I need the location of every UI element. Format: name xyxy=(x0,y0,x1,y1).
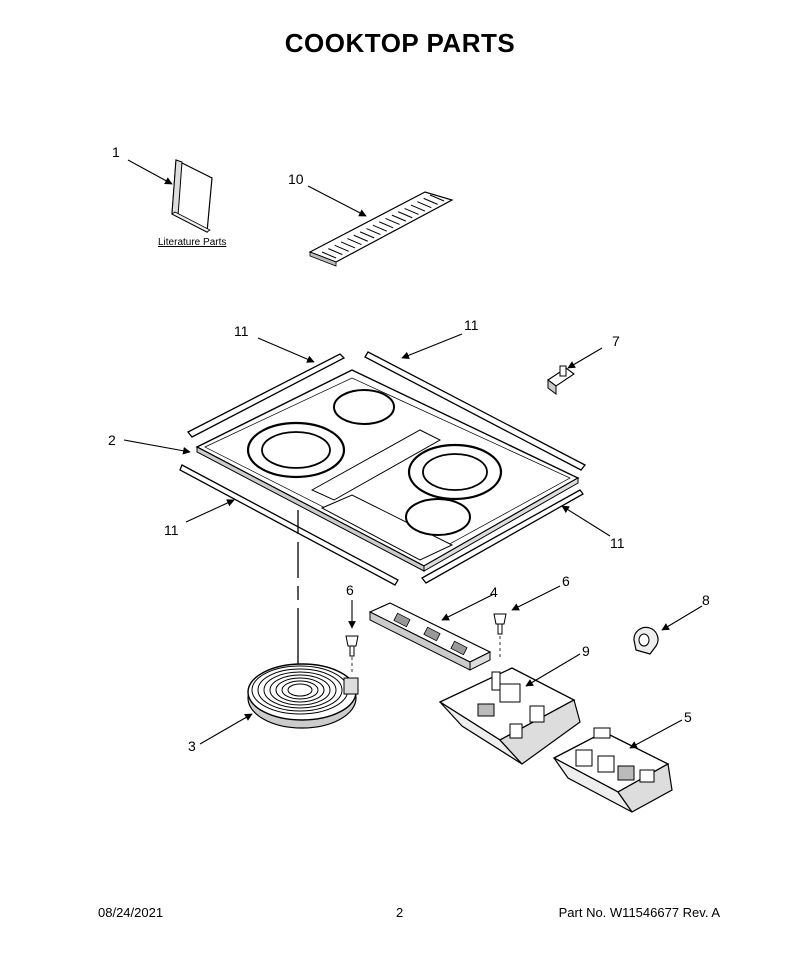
callout-6-left: 6 xyxy=(346,582,354,598)
grille-slot xyxy=(410,204,426,212)
part-6-screw-right xyxy=(493,613,507,660)
grille-slot xyxy=(359,231,375,239)
callout-10: 10 xyxy=(288,171,304,187)
callout-3: 3 xyxy=(188,738,196,754)
footer-part-number: Part No. W11546677 Rev. A xyxy=(558,905,720,920)
part-10-vent-grille xyxy=(308,191,454,267)
grille-slot xyxy=(328,248,343,256)
coil-ring xyxy=(281,680,319,700)
part-1-literature xyxy=(171,159,213,233)
coil-ring xyxy=(263,671,337,709)
coil-ring xyxy=(257,668,343,712)
burner-large-right xyxy=(407,443,503,501)
coil-ring xyxy=(269,674,331,706)
part-3-radiant-element xyxy=(247,663,359,729)
grille-slot xyxy=(321,251,337,259)
grille-slot xyxy=(404,207,419,215)
callout-5: 5 xyxy=(684,709,692,725)
callout-8: 8 xyxy=(702,592,710,608)
grille-slot xyxy=(391,214,407,222)
coil-ring xyxy=(275,677,325,703)
grille-slot xyxy=(372,224,388,232)
grille-slot xyxy=(385,218,400,225)
footer-date: 08/24/2021 xyxy=(98,905,164,920)
literature-parts-label: Literature Parts xyxy=(158,237,226,248)
burner-small-back xyxy=(333,389,395,425)
callout-2: 2 xyxy=(108,432,116,448)
part-2-glass-cooktop xyxy=(195,369,580,572)
grille-slot xyxy=(423,197,438,205)
part-4-control-board xyxy=(368,602,492,671)
callout-7: 7 xyxy=(612,333,620,349)
callout-1: 1 xyxy=(112,144,120,160)
burner-large-left xyxy=(246,421,346,479)
part-11-trim-strips xyxy=(179,351,587,586)
grille-slot xyxy=(353,234,368,242)
grille-slot xyxy=(429,194,445,202)
callout-4: 4 xyxy=(490,584,498,600)
callout-11-top-left: 11 xyxy=(234,323,249,339)
burner-small-front xyxy=(405,498,471,536)
grille-slot xyxy=(334,244,349,252)
coil-ring xyxy=(287,683,313,697)
part-9-power-board xyxy=(438,667,581,765)
grille-slot xyxy=(347,238,362,246)
callout-6-right: 6 xyxy=(562,573,570,589)
callout-11-bottom-left: 11 xyxy=(164,522,179,538)
grille-slot xyxy=(417,201,432,209)
callout-11-top-right: 11 xyxy=(464,317,479,333)
callout-leaders xyxy=(123,159,703,749)
grille-slot xyxy=(340,241,356,249)
callout-9: 9 xyxy=(582,643,590,659)
grille-slot xyxy=(378,221,394,229)
part-7-bracket xyxy=(547,365,575,395)
part-8-limiter xyxy=(633,626,659,655)
footer-page-number: 2 xyxy=(396,905,404,920)
part-6-screw-left xyxy=(345,635,359,672)
grille-slot xyxy=(366,228,381,235)
part-5-relay-board xyxy=(552,727,673,813)
grille-slot xyxy=(398,211,413,219)
page-title: COOKTOP PARTS xyxy=(284,28,516,58)
callout-11-bottom-right: 11 xyxy=(610,535,625,551)
